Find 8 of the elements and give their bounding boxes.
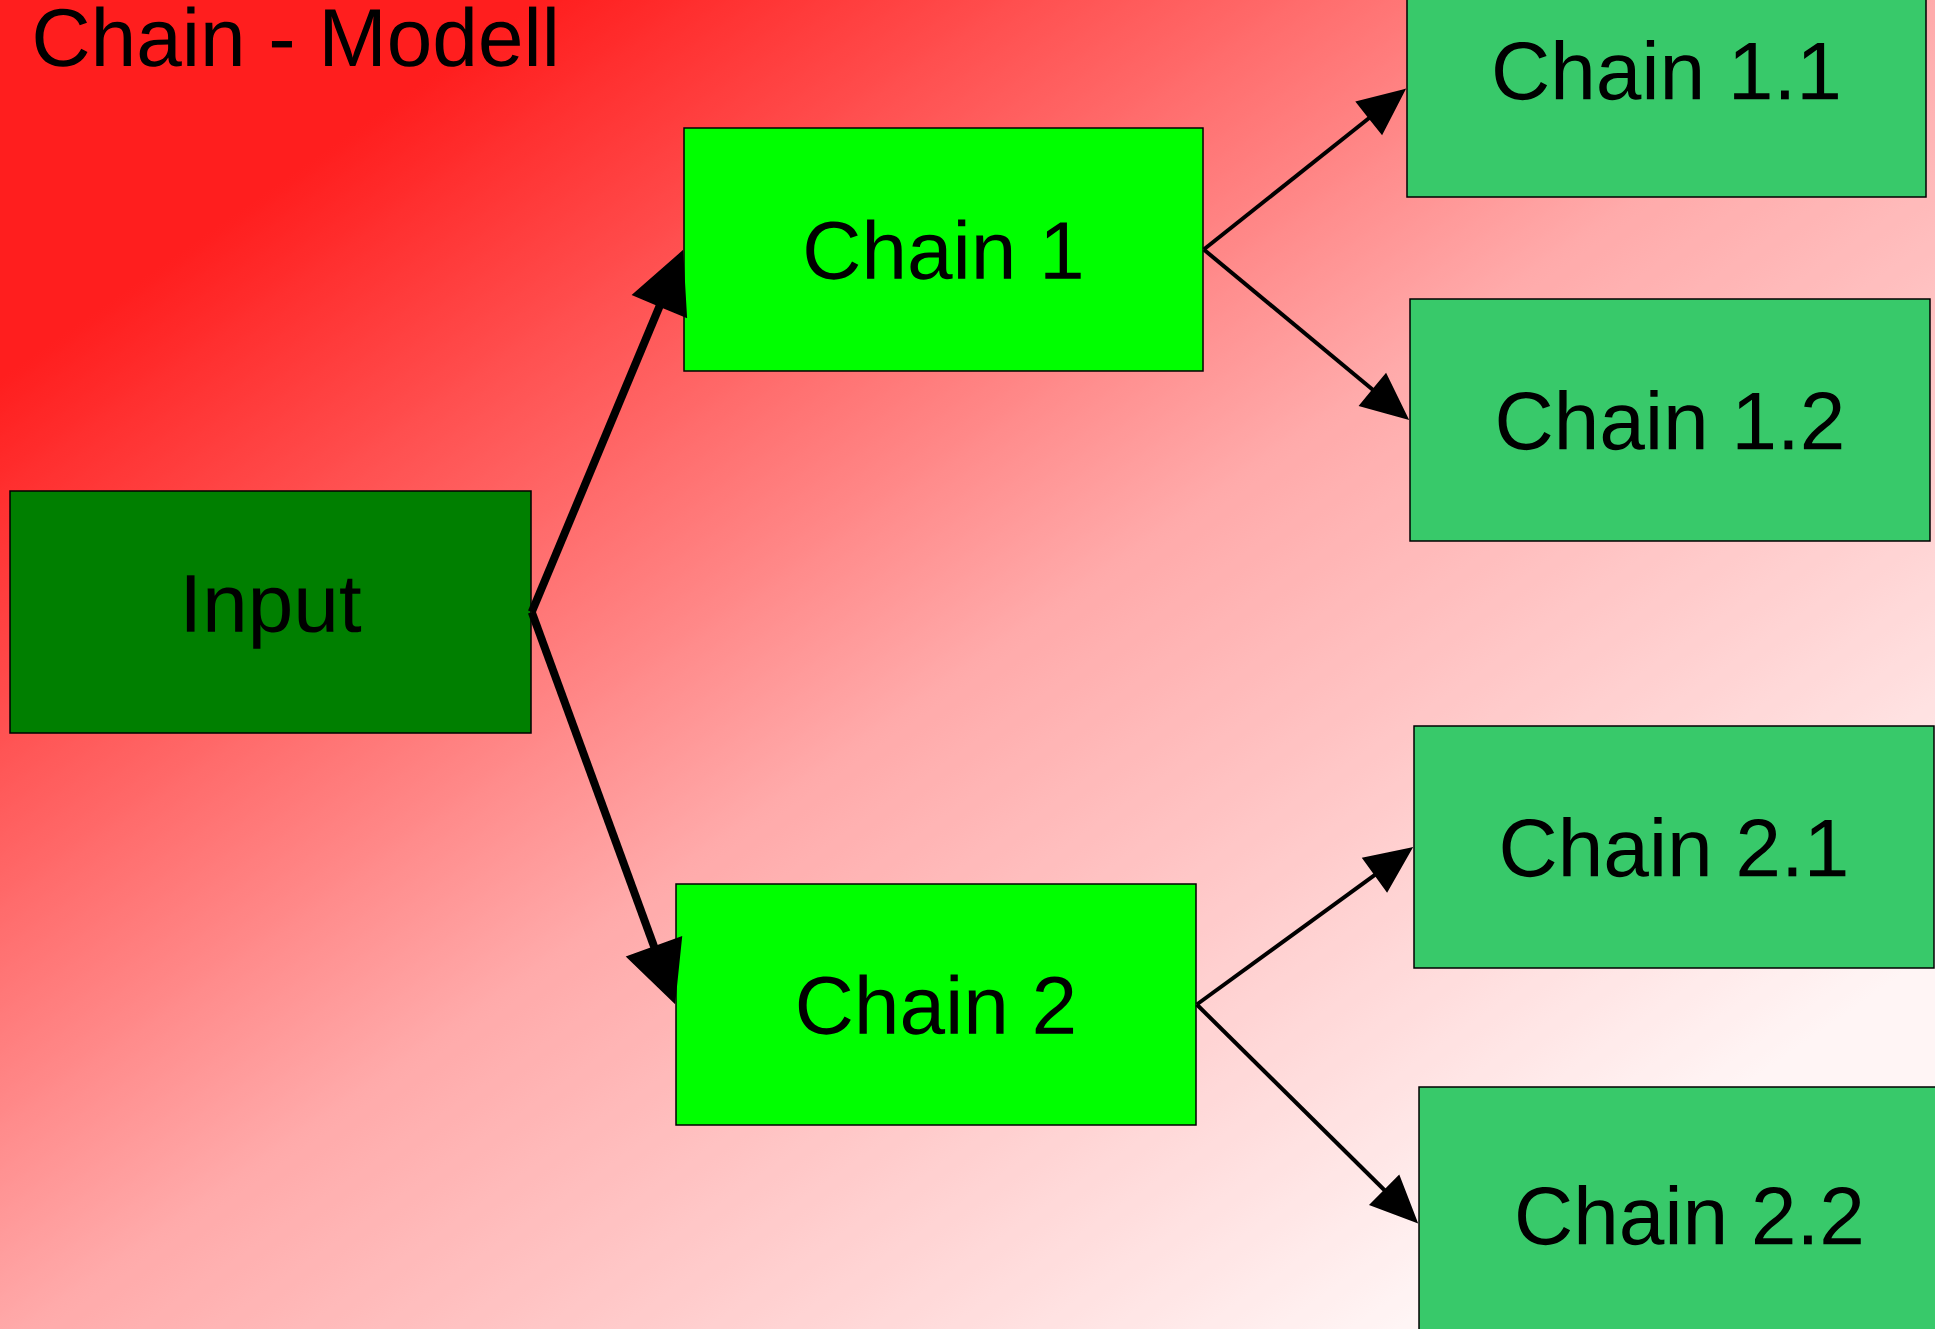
- title: Chain - Modell: [35, 6, 555, 67]
- process-box: Chain 1.1: [1406, 0, 1927, 198]
- process-box: Chain 2.1: [1413, 725, 1935, 969]
- process-box: Chain 2.2: [1418, 1086, 1935, 1329]
- process-box: Chain 1.2: [1409, 298, 1931, 542]
- process-box: Chain 2: [675, 883, 1197, 1126]
- process-box: Input: [9, 490, 532, 734]
- process-box: Chain 1: [683, 127, 1204, 372]
